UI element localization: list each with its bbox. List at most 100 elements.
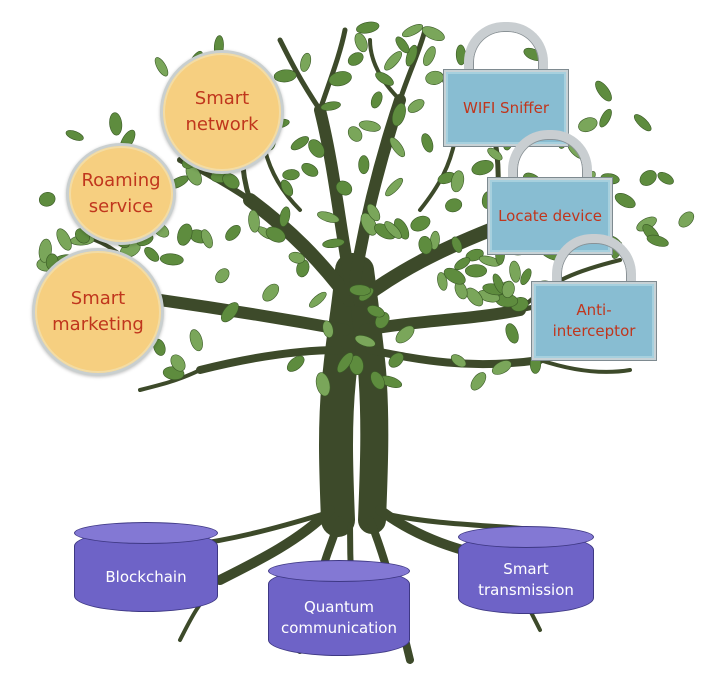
leaf <box>273 69 297 83</box>
leaf <box>395 325 415 344</box>
leaf <box>384 221 402 239</box>
leaf <box>248 209 260 233</box>
leaf <box>290 136 310 151</box>
bubble-label: Roaming service <box>81 170 161 217</box>
leaf <box>391 102 406 127</box>
leaf <box>336 352 354 373</box>
leaf <box>262 283 280 302</box>
leaf <box>309 291 327 308</box>
leaf <box>370 91 383 109</box>
leaf <box>678 211 695 228</box>
leaf <box>38 192 56 207</box>
leaf <box>282 169 300 181</box>
lock-body: Anti- interceptor <box>532 282 656 360</box>
lock-shackle <box>508 130 592 186</box>
lock-wifi-sniffer: WIFI Sniffer <box>444 22 568 146</box>
leaf <box>279 206 291 227</box>
leaf <box>265 226 286 243</box>
leaf <box>201 229 213 249</box>
leaf <box>465 287 484 307</box>
database-top <box>268 560 410 582</box>
database-top <box>74 522 218 544</box>
lock-anti-interceptor: Anti- interceptor <box>532 234 656 360</box>
leaf <box>520 268 532 285</box>
leaf <box>445 198 463 213</box>
leaf <box>388 352 404 368</box>
leaf <box>471 160 494 176</box>
leaf <box>395 36 410 54</box>
database-body: Blockchain <box>74 530 218 612</box>
bubble-smart-network: Smart network <box>160 50 284 174</box>
leaf <box>358 155 370 175</box>
leaf <box>335 180 353 196</box>
database-top <box>458 526 594 548</box>
leaf <box>451 236 463 253</box>
lock-label: Locate device <box>498 206 602 225</box>
bubble-roaming-service: Roaming service <box>66 143 176 245</box>
leaf <box>320 101 341 111</box>
tree-branches <box>67 27 643 664</box>
leaf <box>220 302 239 323</box>
leaf <box>599 108 612 128</box>
bubble-label: Smart network <box>185 88 259 135</box>
leaf <box>491 360 512 375</box>
leaf <box>322 320 334 338</box>
leaf <box>144 247 160 262</box>
database-label: Smart transmission <box>478 560 574 599</box>
leaf <box>646 234 669 247</box>
leaf <box>421 26 445 41</box>
leaf <box>154 57 169 77</box>
leaf <box>301 163 319 177</box>
lock-shackle <box>464 22 548 82</box>
leaf <box>578 117 598 133</box>
leaf <box>356 21 380 34</box>
leaf <box>487 147 503 161</box>
leaf <box>454 257 471 271</box>
leaf <box>614 193 636 209</box>
leaf <box>315 372 331 397</box>
leaf <box>349 355 364 376</box>
leaf <box>385 177 404 197</box>
leaf <box>437 272 448 291</box>
leaf <box>358 120 381 132</box>
leaf <box>300 52 312 72</box>
leaf <box>222 173 240 189</box>
leaf <box>366 305 385 318</box>
leaf <box>425 70 444 85</box>
leaf <box>375 71 394 86</box>
leaf <box>349 284 372 296</box>
leaf <box>389 137 406 158</box>
leaf <box>633 114 652 132</box>
database-smart-transmission: Smart transmission <box>458 526 594 614</box>
leaf <box>65 130 84 141</box>
leaf <box>189 329 203 352</box>
leaf <box>288 251 305 264</box>
leaf <box>423 46 436 67</box>
leaf <box>354 32 368 53</box>
leaf <box>401 24 424 38</box>
leaf <box>470 372 487 391</box>
leaf <box>109 112 123 136</box>
leaf <box>328 71 352 87</box>
leaf <box>384 51 403 71</box>
leaf <box>308 139 325 158</box>
leaf <box>501 280 515 298</box>
leaf <box>450 354 467 368</box>
leaf <box>450 170 465 193</box>
lock-shackle <box>552 234 636 290</box>
bubble-smart-marketing: Smart marketing <box>32 248 164 376</box>
leaf <box>159 253 184 266</box>
database-label: Quantum communication <box>280 598 397 637</box>
leaf <box>595 80 612 102</box>
leaf <box>317 211 340 223</box>
leaf <box>421 133 434 153</box>
leaf <box>418 235 433 255</box>
lock-label: WIFI Sniffer <box>462 98 549 117</box>
leaf <box>405 44 418 67</box>
leaf <box>347 52 364 66</box>
leaf <box>407 99 425 113</box>
leaf <box>410 215 431 232</box>
bubble-label: Smart marketing <box>52 288 144 335</box>
leaf <box>366 203 381 222</box>
database-body: Quantum communication <box>268 568 410 656</box>
